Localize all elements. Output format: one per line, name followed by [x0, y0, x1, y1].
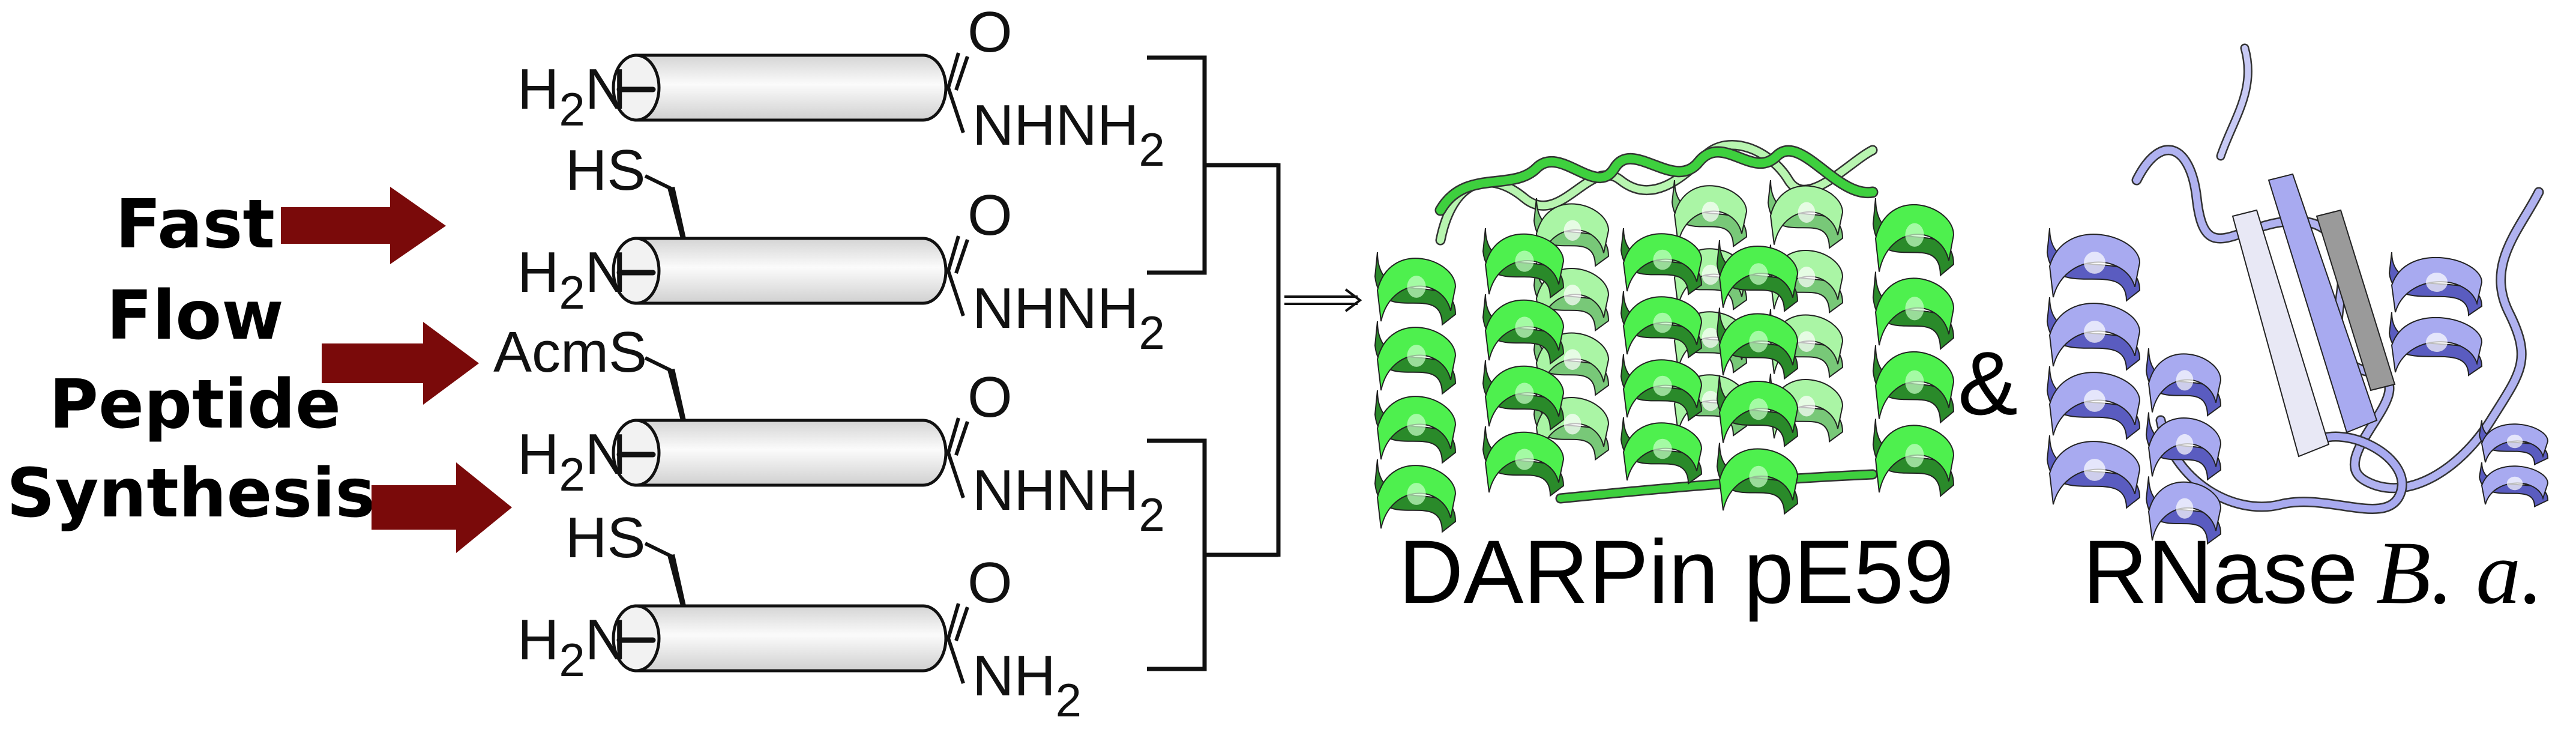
peptide-cylinder: [634, 604, 948, 673]
peptide-cylinder: [634, 237, 948, 305]
helix: [2145, 348, 2222, 545]
c-terminus-label: NHNH2: [972, 276, 1165, 359]
synthesis-arrows: [281, 187, 512, 553]
peptide-cylinder: [634, 53, 948, 122]
peptide-segment: H2N O NHNH2 AcmS: [493, 320, 1165, 541]
c-terminus-label: NHNH2: [972, 458, 1165, 541]
carbonyl-oxygen-label: O: [968, 551, 1013, 615]
carbonyl-oxygen-label: O: [968, 183, 1013, 247]
peptide-segments: H2NONHNH2H2NONHNH2HSH2NONHNH2AcmSH2NONH2…: [493, 0, 1165, 727]
n-terminus-label: H2N: [517, 608, 627, 686]
side-chain-label: AcmS: [493, 320, 647, 384]
side-chain-label: HS: [565, 138, 645, 202]
rnase-structure: [2046, 43, 2549, 545]
arrow-right-icon: [322, 322, 479, 405]
peptide-segment: H2N O NHNH2: [517, 0, 1165, 176]
peptide-cylinder: [634, 419, 948, 487]
helix: [2388, 252, 2483, 377]
method-label-line: Peptide: [49, 366, 341, 444]
method-label-line: Fast: [115, 186, 275, 264]
peptide-segment: H2N O NHNH2 HS: [517, 138, 1165, 359]
beta-strand: [2268, 173, 2378, 434]
rnase-species: B. a.: [2376, 523, 2544, 623]
helix: [2478, 420, 2549, 508]
darpin-label: DARPin pE59: [1398, 521, 1954, 622]
beta-strand: [2316, 209, 2396, 392]
ligation-brackets: [1147, 55, 1281, 671]
method-label-line: Synthesis: [7, 455, 375, 533]
carbonyl-oxygen-label: O: [968, 365, 1013, 429]
helix: [1482, 228, 1565, 497]
rnase-label-name: RNase: [2083, 521, 2358, 622]
helix: [1767, 180, 1844, 443]
helix: [1374, 252, 1457, 533]
helix: [1872, 198, 1955, 498]
side-chain-label: HS: [565, 506, 645, 570]
double-arrow-icon: [1284, 288, 1362, 312]
darpin-structure: [1374, 140, 1955, 533]
carbonyl-oxygen-label: O: [968, 0, 1013, 64]
n-terminus-label: H2N: [517, 57, 627, 136]
arrow-right-icon: [281, 187, 446, 264]
helix: [1620, 228, 1703, 485]
beta-strand: [2231, 209, 2330, 458]
method-label: Fast Flow Peptide Synthesis: [7, 186, 375, 533]
method-label-line: Flow: [106, 277, 283, 355]
n-terminus-label: H2N: [517, 240, 627, 319]
arrow-right-icon: [372, 462, 512, 553]
n-terminus-label: H2N: [517, 422, 627, 501]
helix: [2046, 228, 2141, 509]
ampersand: &: [1958, 333, 2018, 434]
helix: [1716, 240, 1799, 515]
bracket-bottom: [1147, 438, 1207, 671]
c-terminus-label: NHNH2: [972, 93, 1165, 176]
peptide-segment: H2N O NH2 HS: [517, 506, 1082, 727]
c-terminus-label: NH2: [972, 644, 1082, 727]
